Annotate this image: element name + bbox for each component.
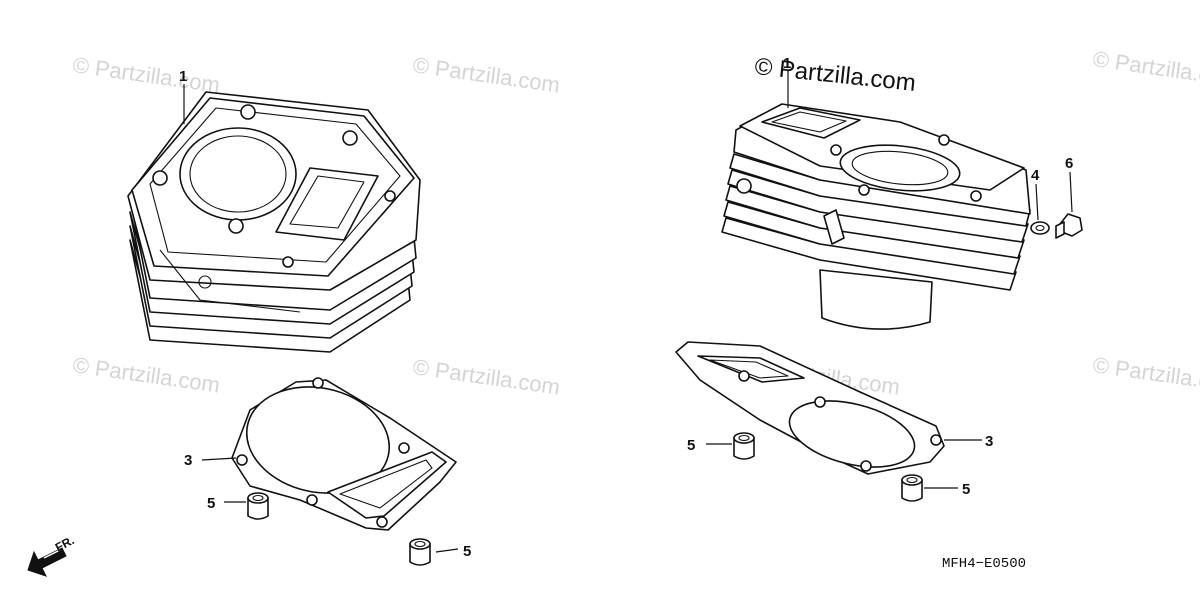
- dowel-right-a-drawing: [733, 432, 755, 460]
- callout-dowel-right-b: 5: [962, 481, 970, 498]
- watermark: © Partzilla.com: [1091, 46, 1200, 91]
- washer-drawing: [1030, 221, 1050, 235]
- cylinder-left-drawing: [127, 91, 421, 353]
- callout-dowel-left-a: 5: [207, 495, 215, 512]
- gasket-right-drawing: [675, 341, 945, 475]
- leader-lines: [183, 70, 1073, 553]
- diagram-code: MFH4−E0500: [942, 556, 1026, 572]
- watermark: © Partzilla.com: [71, 352, 221, 397]
- cylinder-right-drawing: [721, 103, 1031, 330]
- callout-gasket-right: 3: [985, 433, 993, 450]
- watermark: © Partzilla.com: [71, 52, 221, 97]
- callout-gasket-left: 3: [184, 452, 192, 469]
- gasket-left-drawing: [231, 377, 457, 531]
- callout-washer: 4: [1031, 167, 1040, 184]
- watermark-main: © Partzilla.com: [753, 53, 917, 97]
- watermark: © Partzilla.com: [411, 354, 561, 399]
- callout-bolt: 6: [1065, 155, 1073, 172]
- callout-cylinder-right: 1: [783, 55, 791, 72]
- dowel-left-a-drawing: [247, 492, 269, 520]
- front-arrow-icon: [27, 547, 67, 577]
- watermark: © Partzilla.com: [411, 52, 561, 97]
- watermark: © Partzilla.com: [1091, 352, 1200, 397]
- callout-dowel-right-a: 5: [687, 437, 695, 454]
- callout-cylinder-left: 1: [179, 68, 187, 85]
- dowel-left-b-drawing: [409, 538, 431, 566]
- callout-dowel-left-b: 5: [463, 543, 471, 560]
- dowel-right-b-drawing: [901, 474, 923, 502]
- bolt-drawing: [1055, 213, 1083, 239]
